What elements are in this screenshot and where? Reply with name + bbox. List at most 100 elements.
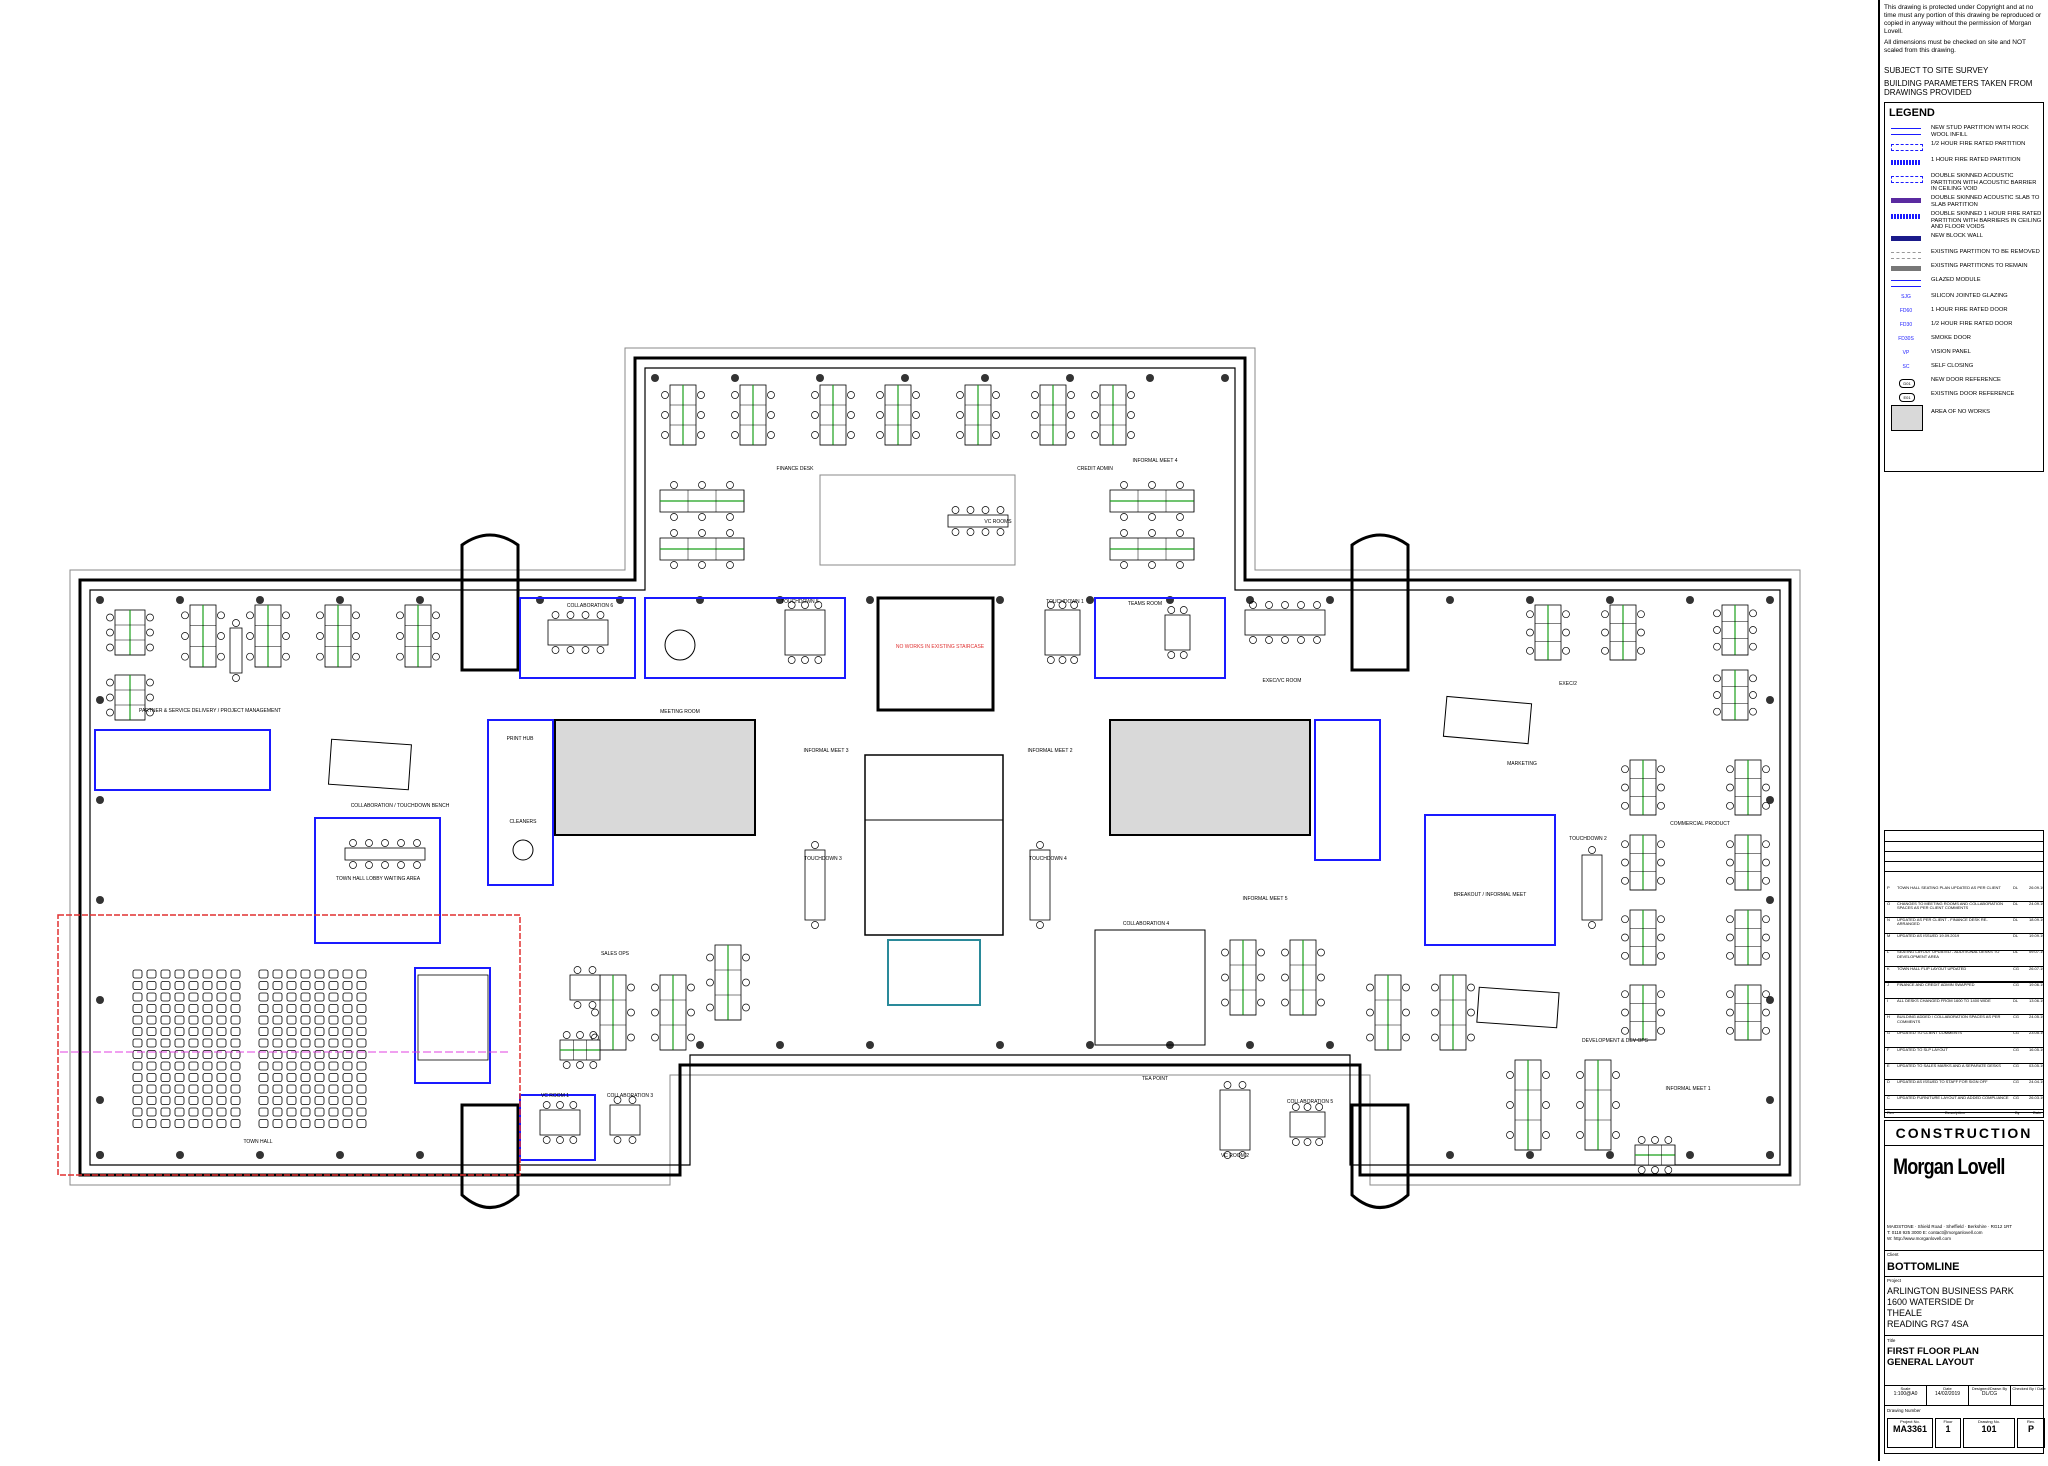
seat: [314, 1107, 325, 1117]
seat: [160, 1004, 171, 1013]
column: [696, 1041, 704, 1049]
seat: [300, 992, 311, 1002]
seat: [216, 1015, 227, 1025]
seat: [272, 969, 283, 979]
column: [416, 596, 424, 604]
title-line: FIRST FLOOR PLAN: [1887, 1346, 1979, 1357]
desk-cluster: [1726, 834, 1770, 891]
seat: [160, 1119, 171, 1128]
column: [1526, 596, 1534, 604]
seat: [258, 1073, 269, 1082]
seat: [356, 1038, 367, 1048]
seat: [258, 1004, 269, 1013]
seat: [272, 1050, 283, 1059]
legend-item: EXISTING PARTITIONS TO REMAIN: [1891, 263, 2039, 275]
column: [866, 1041, 874, 1049]
seat: [132, 1027, 143, 1036]
seat: [132, 992, 143, 1002]
legend-swatch: [1891, 176, 1923, 183]
dimensions-text: All dimensions must be checked on site a…: [1884, 39, 2026, 54]
legend-label: 1 HOUR FIRE RATED DOOR: [1931, 307, 2008, 313]
revision-desc: TOWN HALL FLIP LAYOUT UPDATED: [1897, 966, 1967, 971]
seat: [314, 1073, 325, 1082]
revision-desc: UPDATED FURNITURE LAYOUT AND ADDED COMPL…: [1897, 1095, 2009, 1101]
column: [1766, 796, 1774, 804]
seat: [132, 1073, 143, 1082]
legend-swatch: E01: [1899, 393, 1915, 402]
label-touchdown-5: TOUCHDOWN 5: [781, 599, 819, 605]
seat: [230, 1119, 241, 1128]
seat: [342, 1015, 353, 1025]
seat: [188, 1119, 199, 1128]
seat: [146, 1084, 157, 1094]
revision-desc: FINANCE AND CREDIT ADMIN SWAPPED: [1897, 982, 1975, 987]
revision-desc: UPDATED TO CLIENT COMMENTS: [1897, 1030, 1963, 1036]
seat: [230, 981, 241, 990]
seat: [286, 969, 297, 979]
project-line: ARLINGTON BUSINESS PARK: [1887, 1286, 2014, 1296]
seat: [258, 1038, 269, 1048]
seat: [174, 1096, 185, 1105]
seat: [202, 1096, 213, 1105]
legend-swatch: [1891, 266, 1921, 271]
label-informal-4: INFORMAL MEET 4: [1132, 458, 1177, 464]
seat: [356, 1061, 367, 1071]
floor-plan-svg: FINANCE DESK CREDIT ADMIN INFORMAL MEET …: [57, 347, 1801, 1209]
legend-label: DOUBLE SKINNED ACOUSTIC PARTITION WITH A…: [1931, 173, 2037, 193]
seat: [300, 1004, 311, 1013]
column: [1686, 596, 1694, 604]
meeting-table: [1219, 1081, 1251, 1159]
legend-swatch: D01: [1899, 379, 1915, 388]
copyright-text: This drawing is protected under Copyrigh…: [1884, 4, 2042, 35]
revision-date: 24.04.19: [2029, 1079, 2043, 1084]
revision-date: 24.05.19: [2029, 1014, 2043, 1020]
legend-label: 1/2 HOUR FIRE RATED DOOR: [1931, 321, 2013, 327]
seat: [314, 1119, 325, 1128]
revision-rev: N: [1887, 917, 1890, 922]
legend-label: 1/2 HOUR FIRE RATED PARTITION: [1931, 141, 2026, 147]
seat: [314, 1004, 325, 1013]
meeting-table: [539, 1101, 581, 1144]
desk-cluster: [1109, 529, 1195, 569]
column: [1766, 996, 1774, 1004]
seat: [356, 1027, 367, 1036]
legend-title: LEGEND: [1889, 107, 1935, 119]
seat: [286, 1096, 297, 1105]
legend-label: NEW STUD PARTITION WITH ROCK WOOL INFILL: [1931, 125, 2029, 138]
seat: [160, 1038, 171, 1048]
revision-by: DL: [2013, 885, 2019, 890]
seat: [230, 969, 241, 979]
label-meeting-room: MEETING ROOM: [660, 709, 700, 715]
revision-date: 16.05.19: [2029, 1047, 2043, 1052]
collab-bench: [1476, 986, 1560, 1029]
seat: [286, 1050, 297, 1059]
town-hall-seating: [132, 969, 489, 1128]
seat: [314, 1084, 325, 1094]
desk-cluster: [811, 384, 855, 446]
seat: [216, 1084, 227, 1094]
title-label: Title: [1887, 1338, 1896, 1343]
seat: [300, 1084, 311, 1094]
scale-value: 1:100@A0: [1893, 1391, 1918, 1397]
seat: [328, 1027, 339, 1036]
seat: [202, 1107, 213, 1117]
label-touchdown-3: TOUCHDOWN 3: [804, 856, 842, 862]
seat: [314, 1027, 325, 1036]
desk-cluster: [106, 609, 154, 656]
column: [1446, 1151, 1454, 1159]
seat: [202, 1015, 213, 1025]
seat: [216, 1038, 227, 1048]
revision-cloud: [57, 914, 521, 1176]
seat: [146, 1004, 157, 1013]
legend-item: DOUBLE SKINNED ACOUSTIC SLAB TO SLAB PAR…: [1891, 195, 2039, 208]
column: [176, 1151, 184, 1159]
label-tea-point: TEA POINT: [1142, 1076, 1168, 1082]
floor-number: 1: [1945, 1424, 1951, 1434]
revision-desc: UPDATED AS ISSUED TO STAFF FOR SIGN OFF: [1897, 1079, 1988, 1084]
label-sales-ops: SALES OPS: [601, 951, 630, 957]
column: [1066, 374, 1074, 382]
